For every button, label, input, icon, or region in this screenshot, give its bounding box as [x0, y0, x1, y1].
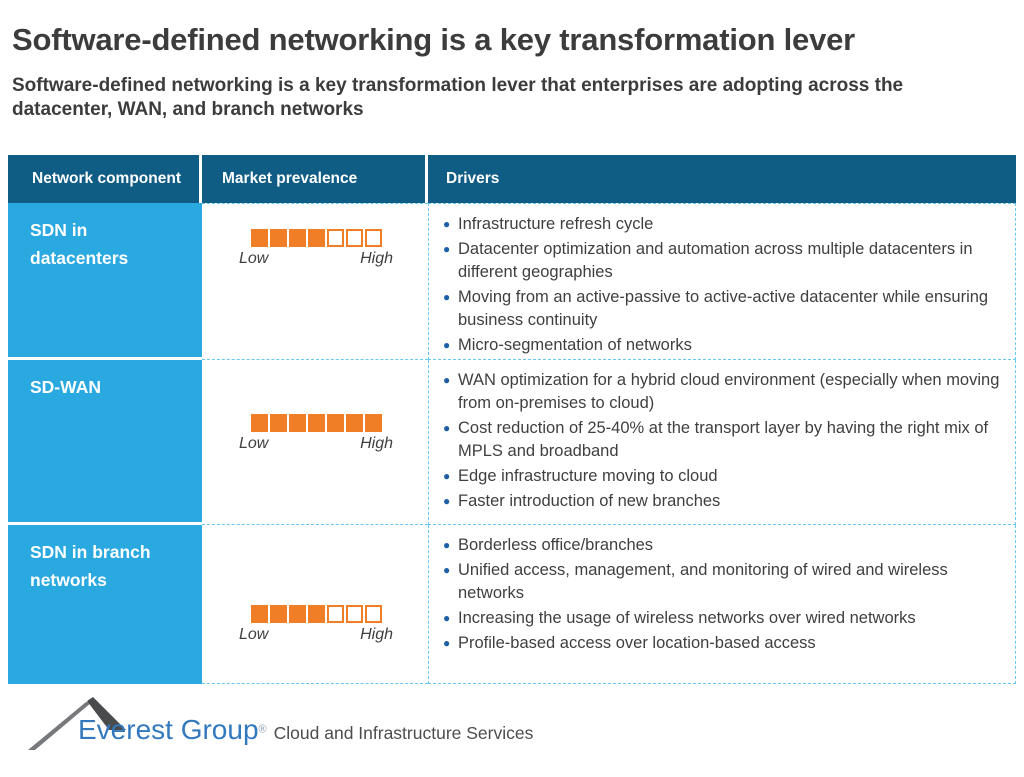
prevalence-cell: Low High: [202, 525, 428, 684]
driver-item: Unified access, management, and monitori…: [443, 559, 1001, 605]
driver-item: WAN optimization for a hybrid cloud envi…: [443, 369, 1001, 415]
driver-item: Cost reduction of 25-40% at the transpor…: [443, 417, 1001, 463]
rating-scale-labels: Low High: [239, 435, 393, 453]
rating-square-filled: [269, 414, 287, 432]
component-label: SD-WAN: [8, 360, 202, 525]
component-label: SDN in datacenters: [8, 203, 202, 360]
rating-square-empty: [326, 229, 344, 247]
rating-square-filled: [364, 414, 382, 432]
logo-line: Everest Group® Cloud and Infrastructure S…: [78, 714, 533, 746]
rating-square-filled: [307, 229, 325, 247]
driver-item: Faster introduction of new branches: [443, 490, 1001, 513]
component-label: SDN in branch networks: [8, 525, 202, 684]
drivers-cell: Infrastructure refresh cycleDatacenter o…: [428, 203, 1016, 360]
rating-square-filled: [269, 605, 287, 623]
column-header-drivers: Drivers: [428, 155, 1016, 203]
column-header-market-prevalence: Market prevalence: [202, 155, 428, 203]
rating-square-filled: [250, 605, 268, 623]
drivers-list: WAN optimization for a hybrid cloud envi…: [429, 369, 1015, 513]
scale-low-label: Low: [239, 435, 269, 452]
rating-square-filled: [307, 414, 325, 432]
driver-item: Moving from an active-passive to active-…: [443, 286, 1001, 332]
driver-item: Edge infrastructure moving to cloud: [443, 465, 1001, 488]
table-row: SDN in branch networks Low High Borderle…: [8, 525, 1016, 684]
everest-group-logo-text: Everest Group: [78, 714, 259, 745]
rating-squares: [239, 414, 393, 432]
prevalence-rating: Low High: [239, 414, 393, 453]
drivers-list: Borderless office/branchesUnified access…: [429, 534, 1015, 655]
registered-mark: ®: [258, 723, 267, 736]
rating-squares: [239, 605, 393, 623]
scale-high-label: High: [360, 626, 393, 643]
prevalence-cell: Low High: [202, 203, 428, 360]
driver-item: Infrastructure refresh cycle: [443, 213, 1001, 236]
driver-item: Borderless office/branches: [443, 534, 1001, 557]
rating-square-filled: [288, 414, 306, 432]
rating-square-filled: [326, 414, 344, 432]
rating-square-empty: [345, 605, 363, 623]
rating-square-empty: [345, 229, 363, 247]
rating-square-filled: [288, 229, 306, 247]
rating-squares: [239, 229, 393, 247]
scale-low-label: Low: [239, 626, 269, 643]
mountain-icon: [28, 697, 126, 750]
driver-item: Profile-based access over location-based…: [443, 632, 1001, 655]
rating-square-filled: [288, 605, 306, 623]
rating-scale-labels: Low High: [239, 626, 393, 644]
footer: Everest Group® Cloud and Infrastructure S…: [28, 694, 788, 760]
scale-low-label: Low: [239, 250, 269, 267]
table-row: SD-WAN Low High WAN optimization for a h…: [8, 360, 1016, 525]
rating-scale-labels: Low High: [239, 250, 393, 268]
rating-square-filled: [307, 605, 325, 623]
rating-square-filled: [250, 414, 268, 432]
drivers-list: Infrastructure refresh cycleDatacenter o…: [429, 213, 1015, 357]
driver-item: Datacenter optimization and automation a…: [443, 238, 1001, 284]
footer-tagline: Cloud and Infrastructure Services: [273, 723, 534, 743]
drivers-cell: WAN optimization for a hybrid cloud envi…: [428, 360, 1016, 525]
driver-item: Micro-segmentation of networks: [443, 334, 1001, 357]
rating-square-filled: [269, 229, 287, 247]
rating-square-empty: [364, 229, 382, 247]
rating-square-empty: [364, 605, 382, 623]
column-header-network-component: Network component: [8, 155, 202, 203]
page-title: Software-defined networking is a key tra…: [12, 22, 856, 57]
rating-square-filled: [345, 414, 363, 432]
prevalence-rating: Low High: [239, 605, 393, 644]
rating-square-empty: [326, 605, 344, 623]
drivers-cell: Borderless office/branchesUnified access…: [428, 525, 1016, 684]
prevalence-rating: Low High: [239, 229, 393, 268]
table-row: SDN in datacenters Low High Infrastructu…: [8, 203, 1016, 360]
table-header-row: Network component Market prevalence Driv…: [8, 155, 1016, 203]
sdn-table: Network component Market prevalence Driv…: [8, 155, 1016, 684]
driver-item: Increasing the usage of wireless network…: [443, 607, 1001, 630]
prevalence-cell: Low High: [202, 360, 428, 525]
scale-high-label: High: [360, 250, 393, 267]
page-subtitle: Software-defined networking is a key tra…: [12, 75, 904, 120]
scale-high-label: High: [360, 435, 393, 452]
rating-square-filled: [250, 229, 268, 247]
